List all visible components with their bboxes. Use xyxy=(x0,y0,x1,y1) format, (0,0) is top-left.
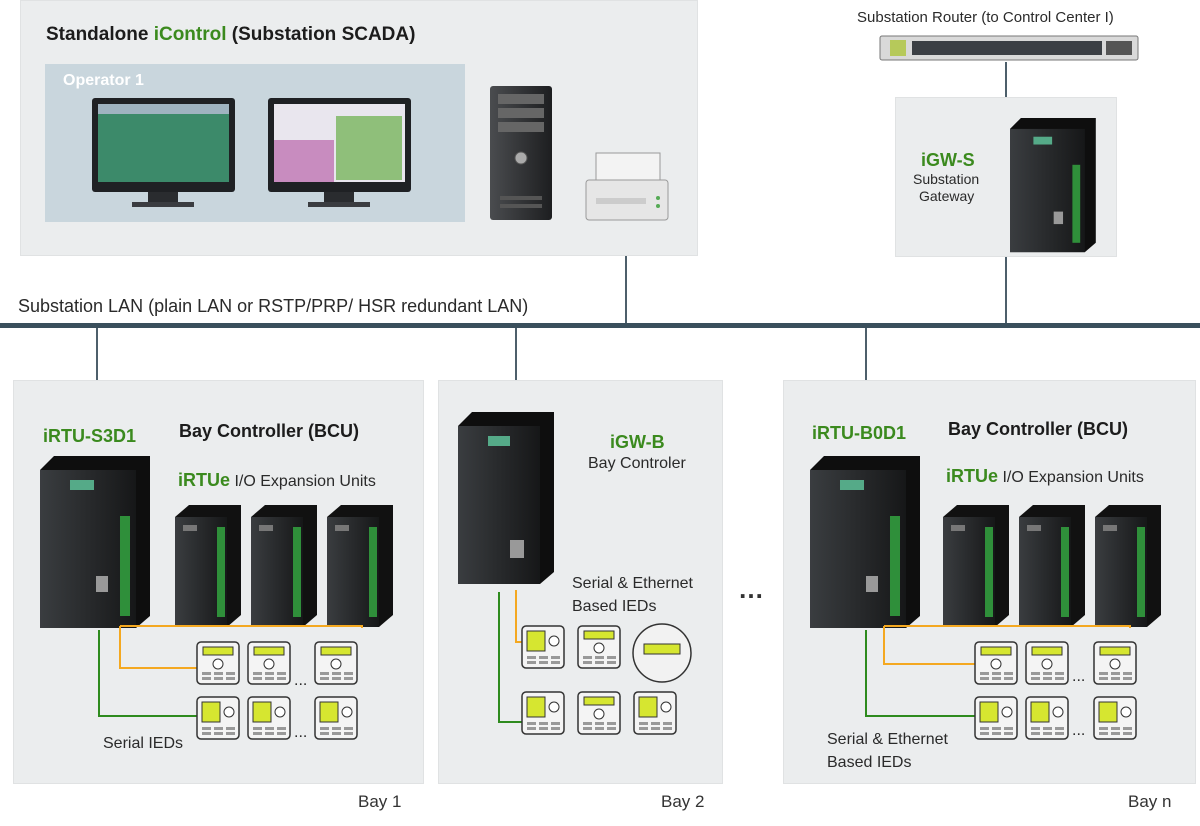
bayn-ieds-line1: Serial & Ethernet xyxy=(827,731,948,748)
ied-icon xyxy=(633,691,677,735)
bayn-expansion: iRTUe I/O Expansion Units xyxy=(946,466,1144,487)
gateway-device-icon xyxy=(1010,118,1096,253)
gateway-line1: Substation xyxy=(913,171,980,187)
pc-tower-icon xyxy=(490,86,552,220)
ied-icon xyxy=(247,641,291,685)
ied-icon xyxy=(521,691,565,735)
bay-controller-device-icon xyxy=(458,412,554,584)
bayn-exp-label: I/O Expansion Units xyxy=(998,469,1144,486)
router-label: Substation Router (to Control Center I) xyxy=(857,9,1114,26)
ied-icon xyxy=(196,696,240,740)
bcu-device-icon xyxy=(40,456,150,628)
scada-title-brand: iControl xyxy=(153,24,227,45)
bay1-ellipsis-1: ... xyxy=(294,672,308,689)
ied-icon xyxy=(314,696,358,740)
expansion-unit-icon xyxy=(943,505,1009,627)
ied-icon xyxy=(314,641,358,685)
bay1-device: iRTU-S3D1 xyxy=(43,426,137,446)
ied-icon xyxy=(974,641,1018,685)
monitor-icon xyxy=(268,98,411,207)
bayn-device: iRTU-B0D1 xyxy=(812,423,907,443)
ied-icon xyxy=(1025,641,1069,685)
gateway-name: iGW-S xyxy=(921,150,975,170)
ied-icon xyxy=(974,696,1018,740)
bayn-ieds-line2: Based IEDs xyxy=(827,754,912,771)
bay2-role: Bay Controler xyxy=(588,455,686,472)
ied-icon xyxy=(577,625,621,669)
lan-label: Substation LAN (plain LAN or RSTP/PRP/ H… xyxy=(18,296,529,316)
gateway-line2: Gateway xyxy=(919,188,975,204)
bayn-exp-brand: iRTUe xyxy=(946,466,999,486)
scada-title: Standalone iControl (Substation SCADA) xyxy=(46,24,415,46)
bay1-caption: Bay 1 xyxy=(358,792,402,811)
expansion-unit-icon xyxy=(1095,505,1161,627)
bay1-exp-label: I/O Expansion Units xyxy=(230,473,376,490)
bayn-caption: Bay n xyxy=(1128,792,1172,811)
bay1-role: Bay Controller (BCU) xyxy=(179,421,360,441)
bay1-ieds: Serial IEDs xyxy=(103,735,184,752)
lan-bus xyxy=(0,323,1200,328)
expansion-unit-icon xyxy=(251,505,317,627)
scada-title-prefix: Standalone xyxy=(46,24,154,45)
bay-separator: … xyxy=(738,574,764,604)
expansion-unit-icon xyxy=(327,505,393,627)
bayn-role: Bay Controller (BCU) xyxy=(948,419,1129,439)
ied-icon xyxy=(1093,641,1137,685)
monitor-icon xyxy=(92,98,235,207)
printer-icon xyxy=(585,152,669,221)
bcu-device-icon xyxy=(810,456,920,628)
ied-icon xyxy=(247,696,291,740)
bay2-ieds-line2: Based IEDs xyxy=(572,598,657,615)
expansion-unit-icon xyxy=(1019,505,1085,627)
expansion-unit-icon xyxy=(175,505,241,627)
ied-icon xyxy=(577,691,621,735)
bay1-expansion: iRTUe I/O Expansion Units xyxy=(178,470,376,491)
bay1-exp-brand: iRTUe xyxy=(178,470,231,490)
bay2-caption: Bay 2 xyxy=(661,792,705,811)
meter-icon xyxy=(632,623,692,683)
bay2-device: iGW-B xyxy=(610,432,665,452)
ied-icon xyxy=(521,625,565,669)
bayn-ellipsis-1: ... xyxy=(1072,668,1086,685)
bay2-ieds-line1: Serial & Ethernet xyxy=(572,575,693,592)
scada-title-suffix: (Substation SCADA) xyxy=(226,24,416,45)
operator-label: Operator 1 xyxy=(63,72,144,89)
ied-icon xyxy=(1025,696,1069,740)
bay1-ellipsis-2: ... xyxy=(294,724,308,741)
ied-icon xyxy=(1093,696,1137,740)
bayn-ellipsis-2: ... xyxy=(1072,722,1086,739)
ied-icon xyxy=(196,641,240,685)
router-icon xyxy=(879,35,1139,61)
